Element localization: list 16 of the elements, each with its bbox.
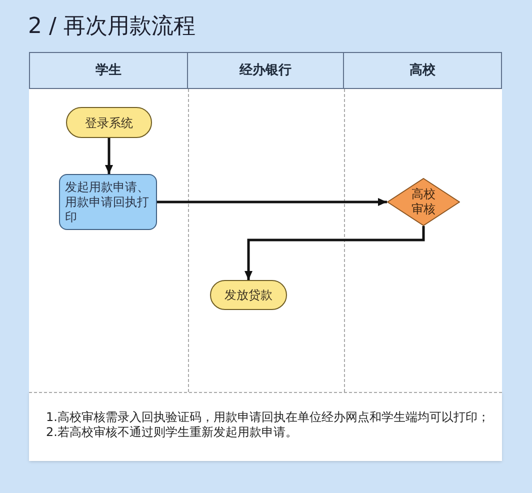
lane-header: 高校 [344,52,502,89]
arrow [105,138,113,174]
decision-diamond: 高校审核 [387,178,460,226]
swimlane [29,52,188,392]
swimlane [188,52,344,392]
lane-header: 学生 [29,52,188,89]
terminal-box: 发放贷款 [210,280,287,310]
lane-header: 经办银行 [188,52,344,89]
process-box: 发起用款申请、用款申请回执打印 [59,174,157,230]
diagram-title: 2 / 再次用款流程 [28,13,196,41]
swimlane [344,52,502,392]
terminal-box: 登录系统 [66,107,152,138]
note-text: 2.若高校审核不通过则学生重新发起用款申请。 [46,425,298,440]
arrow [157,198,387,206]
note-text: 1.高校审核需录入回执验证码，用款申请回执在单位经办网点和学生端均可以打印； [46,410,490,425]
arrow [244,226,425,280]
